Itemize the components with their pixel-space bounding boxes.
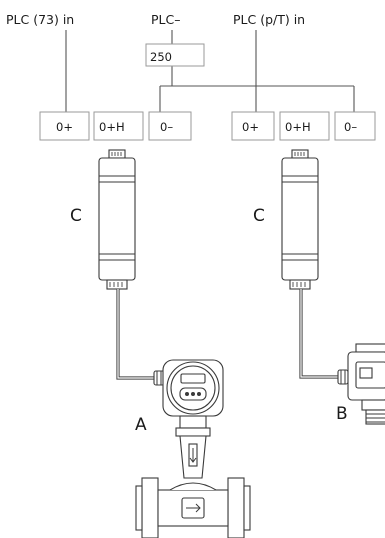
plc-73-in-label: PLC (73) in: [6, 12, 74, 27]
barrier-c-left: [98, 149, 136, 290]
transmitter-device-b: [337, 343, 385, 425]
signal-wires: [65, 30, 355, 112]
resistor-250: 250: [145, 43, 205, 67]
terminal-right-0-plus: 0+: [242, 120, 259, 134]
terminal-right-0-minus: 0–: [344, 120, 357, 134]
barrier-c-right: [281, 149, 319, 290]
terminal-right-0-plus-h: 0+H: [285, 120, 311, 134]
terminal-block-left: 0+ 0+H 0–: [39, 111, 192, 141]
terminal-block-right: 0+ 0+H 0–: [231, 111, 376, 141]
terminal-left-0-plus-h: 0+H: [99, 120, 125, 134]
flowmeter-device-a: [135, 359, 251, 538]
device-a-label: A: [135, 415, 147, 435]
plc-minus-label: PLC–: [151, 12, 180, 27]
barrier-c-left-label: C: [70, 206, 82, 226]
resistor-label: 250: [150, 50, 172, 64]
terminal-left-0-minus: 0–: [160, 120, 173, 134]
plc-pt-in-label: PLC (p/T) in: [233, 12, 305, 27]
device-b-label: B: [336, 404, 348, 424]
terminal-left-0-plus: 0+: [56, 120, 73, 134]
barrier-c-right-label: C: [253, 206, 265, 226]
device-cables: [116, 289, 340, 380]
